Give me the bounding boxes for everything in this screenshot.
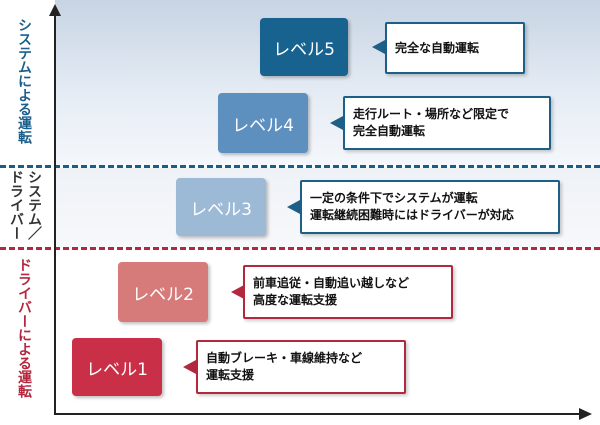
level2-box: レベル2: [118, 262, 208, 322]
level2-description: 前車追従・自動追い越しなど 高度な運転支援: [243, 265, 453, 319]
level1-description-line2: 運転支援: [206, 368, 255, 382]
system-shared-divider: [0, 165, 600, 168]
level2-description-line1: 前車追従・自動追い越しなど: [253, 276, 410, 290]
level5-label: レベル5: [273, 39, 335, 60]
level4-description-line2: 完全自動運転: [353, 124, 426, 138]
level4-label: レベル4: [232, 115, 294, 136]
system-driving-label: システムによる運転: [16, 18, 32, 144]
level2-label: レベル2: [132, 284, 194, 305]
level1-pointer: [183, 360, 196, 374]
shared-driving-label-line2: ドライバー: [8, 170, 24, 240]
driver-driving-label: ドライバーによる運転: [16, 258, 32, 398]
shared-driver-divider: [0, 247, 600, 250]
level1-description: 自動ブレーキ・車線維持など 運転支援: [196, 340, 406, 394]
level3-pointer: [287, 200, 300, 214]
level3-description: 一定の条件下でシステムが運転 運転継続困難時にはドライバーが対応: [300, 180, 560, 234]
level5-pointer: [372, 40, 385, 54]
level4-pointer: [330, 116, 343, 130]
level3-box: レベル3: [176, 178, 266, 236]
level5-description: 完全な自動運転: [385, 22, 525, 74]
level2-pointer: [231, 285, 244, 299]
level1-description-line1: 自動ブレーキ・車線維持など: [206, 351, 363, 365]
level2-description-line2: 高度な運転支援: [253, 293, 338, 307]
y-axis-arrow: [49, 4, 61, 16]
level5-description-line1: 完全な自動運転: [395, 40, 480, 55]
level4-box: レベル4: [218, 93, 308, 153]
level3-description-line2: 運転継続困難時にはドライバーが対応: [310, 208, 514, 222]
level1-box: レベル1: [72, 338, 162, 396]
level1-label: レベル1: [86, 359, 148, 380]
level3-label: レベル3: [190, 199, 252, 220]
level5-box: レベル5: [260, 18, 348, 76]
level3-description-line1: 一定の条件下でシステムが運転: [310, 191, 478, 205]
level4-description-line1: 走行ルート・場所など限定で: [353, 107, 510, 121]
x-axis-arrow: [579, 408, 592, 420]
shared-driving-label-line1: システム／: [26, 170, 42, 240]
level4-description: 走行ルート・場所など限定で 完全自動運転: [343, 96, 551, 150]
